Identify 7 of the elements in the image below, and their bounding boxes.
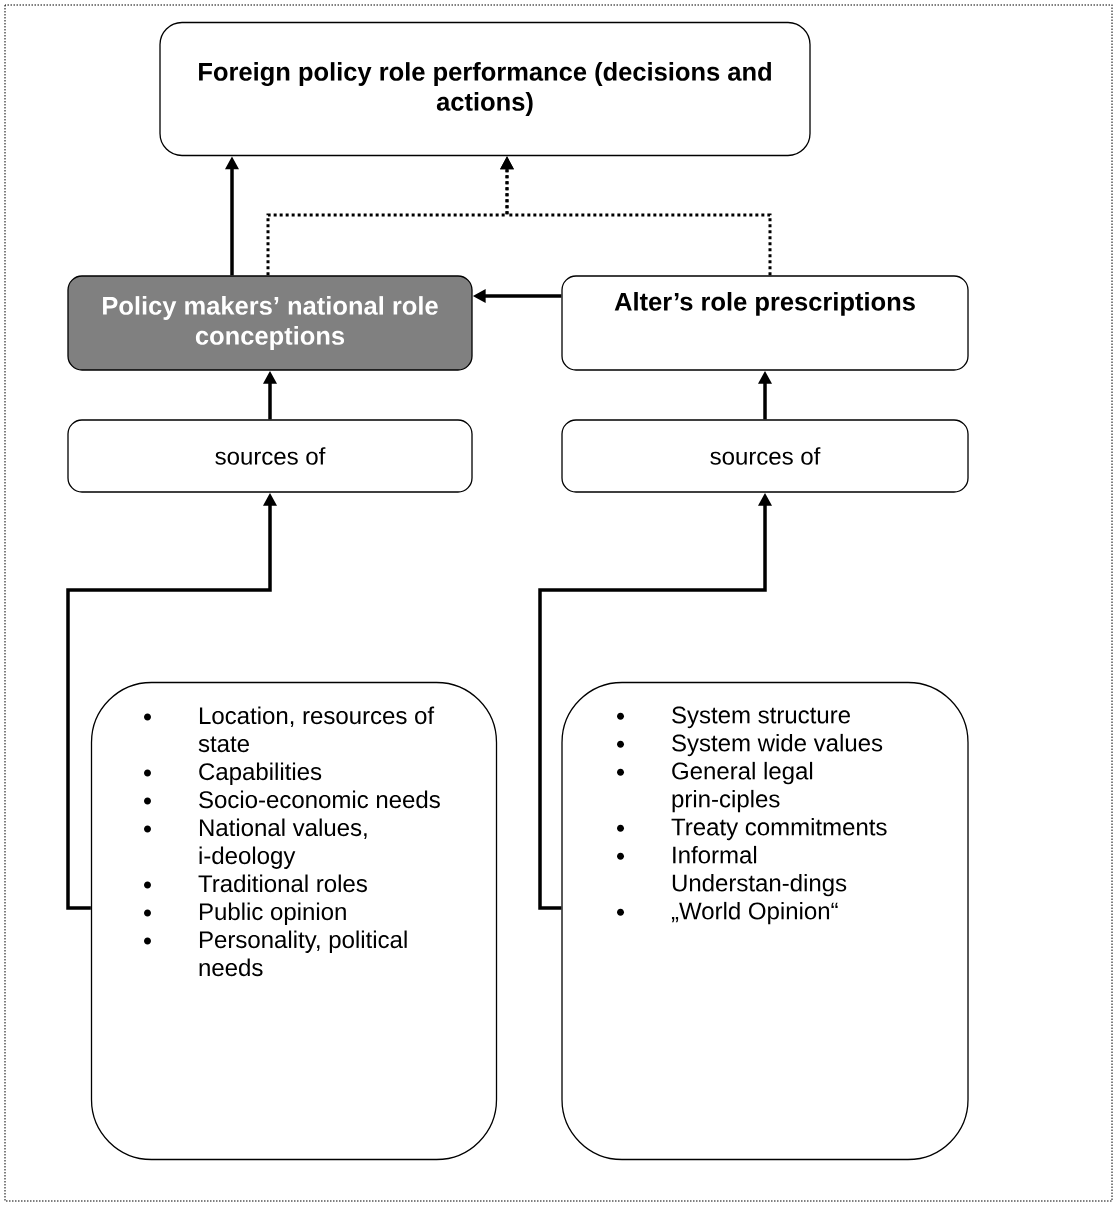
concept-box: Alter’s role prescriptions: [561, 275, 969, 371]
sources-box: sources of: [67, 419, 473, 493]
factor-list-box: System structure System wide values General legal prin-ciples Treaty commitments Informal Understan-dings „World Opinion“: [561, 681, 969, 1161]
concept-box: Policy makers’ national role conceptions: [67, 275, 473, 371]
title-box: Foreign policy role performance (decisions and actions): [159, 21, 811, 157]
sources-box: sources of: [561, 419, 969, 493]
factor-list-box: Location, resources of state Capabilities Socio-economic needs National values, i-deology Traditional roles Public opinion Personality, political needs: [90, 681, 498, 1161]
